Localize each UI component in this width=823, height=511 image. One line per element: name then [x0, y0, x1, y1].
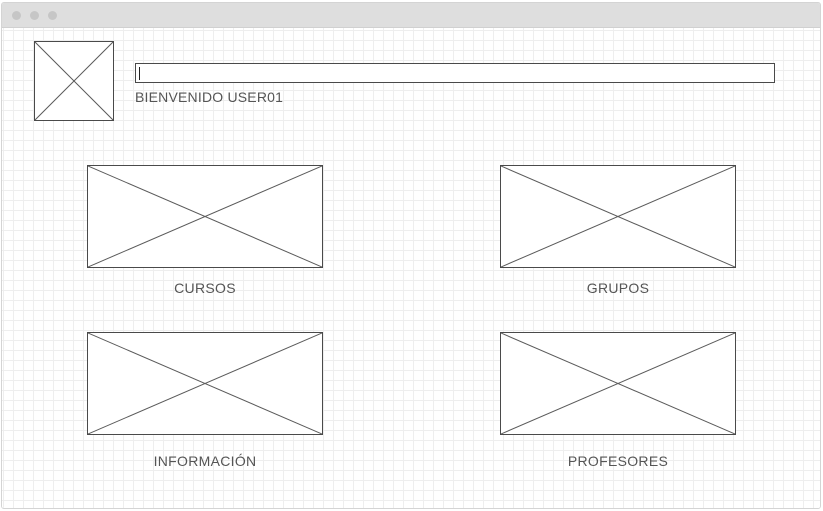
text-cursor: [139, 67, 140, 80]
welcome-text: BIENVENIDO USER01: [135, 89, 284, 105]
image-placeholder-icon: [501, 333, 735, 434]
tile-grupos-label[interactable]: GRUPOS: [586, 280, 650, 296]
tile-profesores-image[interactable]: [500, 332, 736, 435]
logo-image-placeholder: [34, 41, 114, 121]
tile-cursos-image[interactable]: [87, 165, 323, 268]
tile-grupos-image[interactable]: [500, 165, 736, 268]
image-placeholder-icon: [88, 166, 322, 267]
image-placeholder-icon: [88, 333, 322, 434]
window-close-dot[interactable]: [12, 11, 21, 20]
wireframe-canvas: BIENVENIDO USER01 CURSOS GRUPOS INFORMAC…: [2, 28, 820, 508]
window-minimize-dot[interactable]: [30, 11, 39, 20]
tile-cursos-label[interactable]: CURSOS: [174, 280, 236, 296]
search-input[interactable]: [135, 63, 775, 83]
tile-profesores-label[interactable]: PROFESORES: [567, 453, 669, 469]
window-titlebar: [2, 3, 820, 28]
window-maximize-dot[interactable]: [48, 11, 57, 20]
image-placeholder-icon: [501, 166, 735, 267]
tile-informacion-label[interactable]: INFORMACIÓN: [153, 453, 257, 469]
image-placeholder-icon: [35, 42, 113, 120]
tile-informacion-image[interactable]: [87, 332, 323, 435]
